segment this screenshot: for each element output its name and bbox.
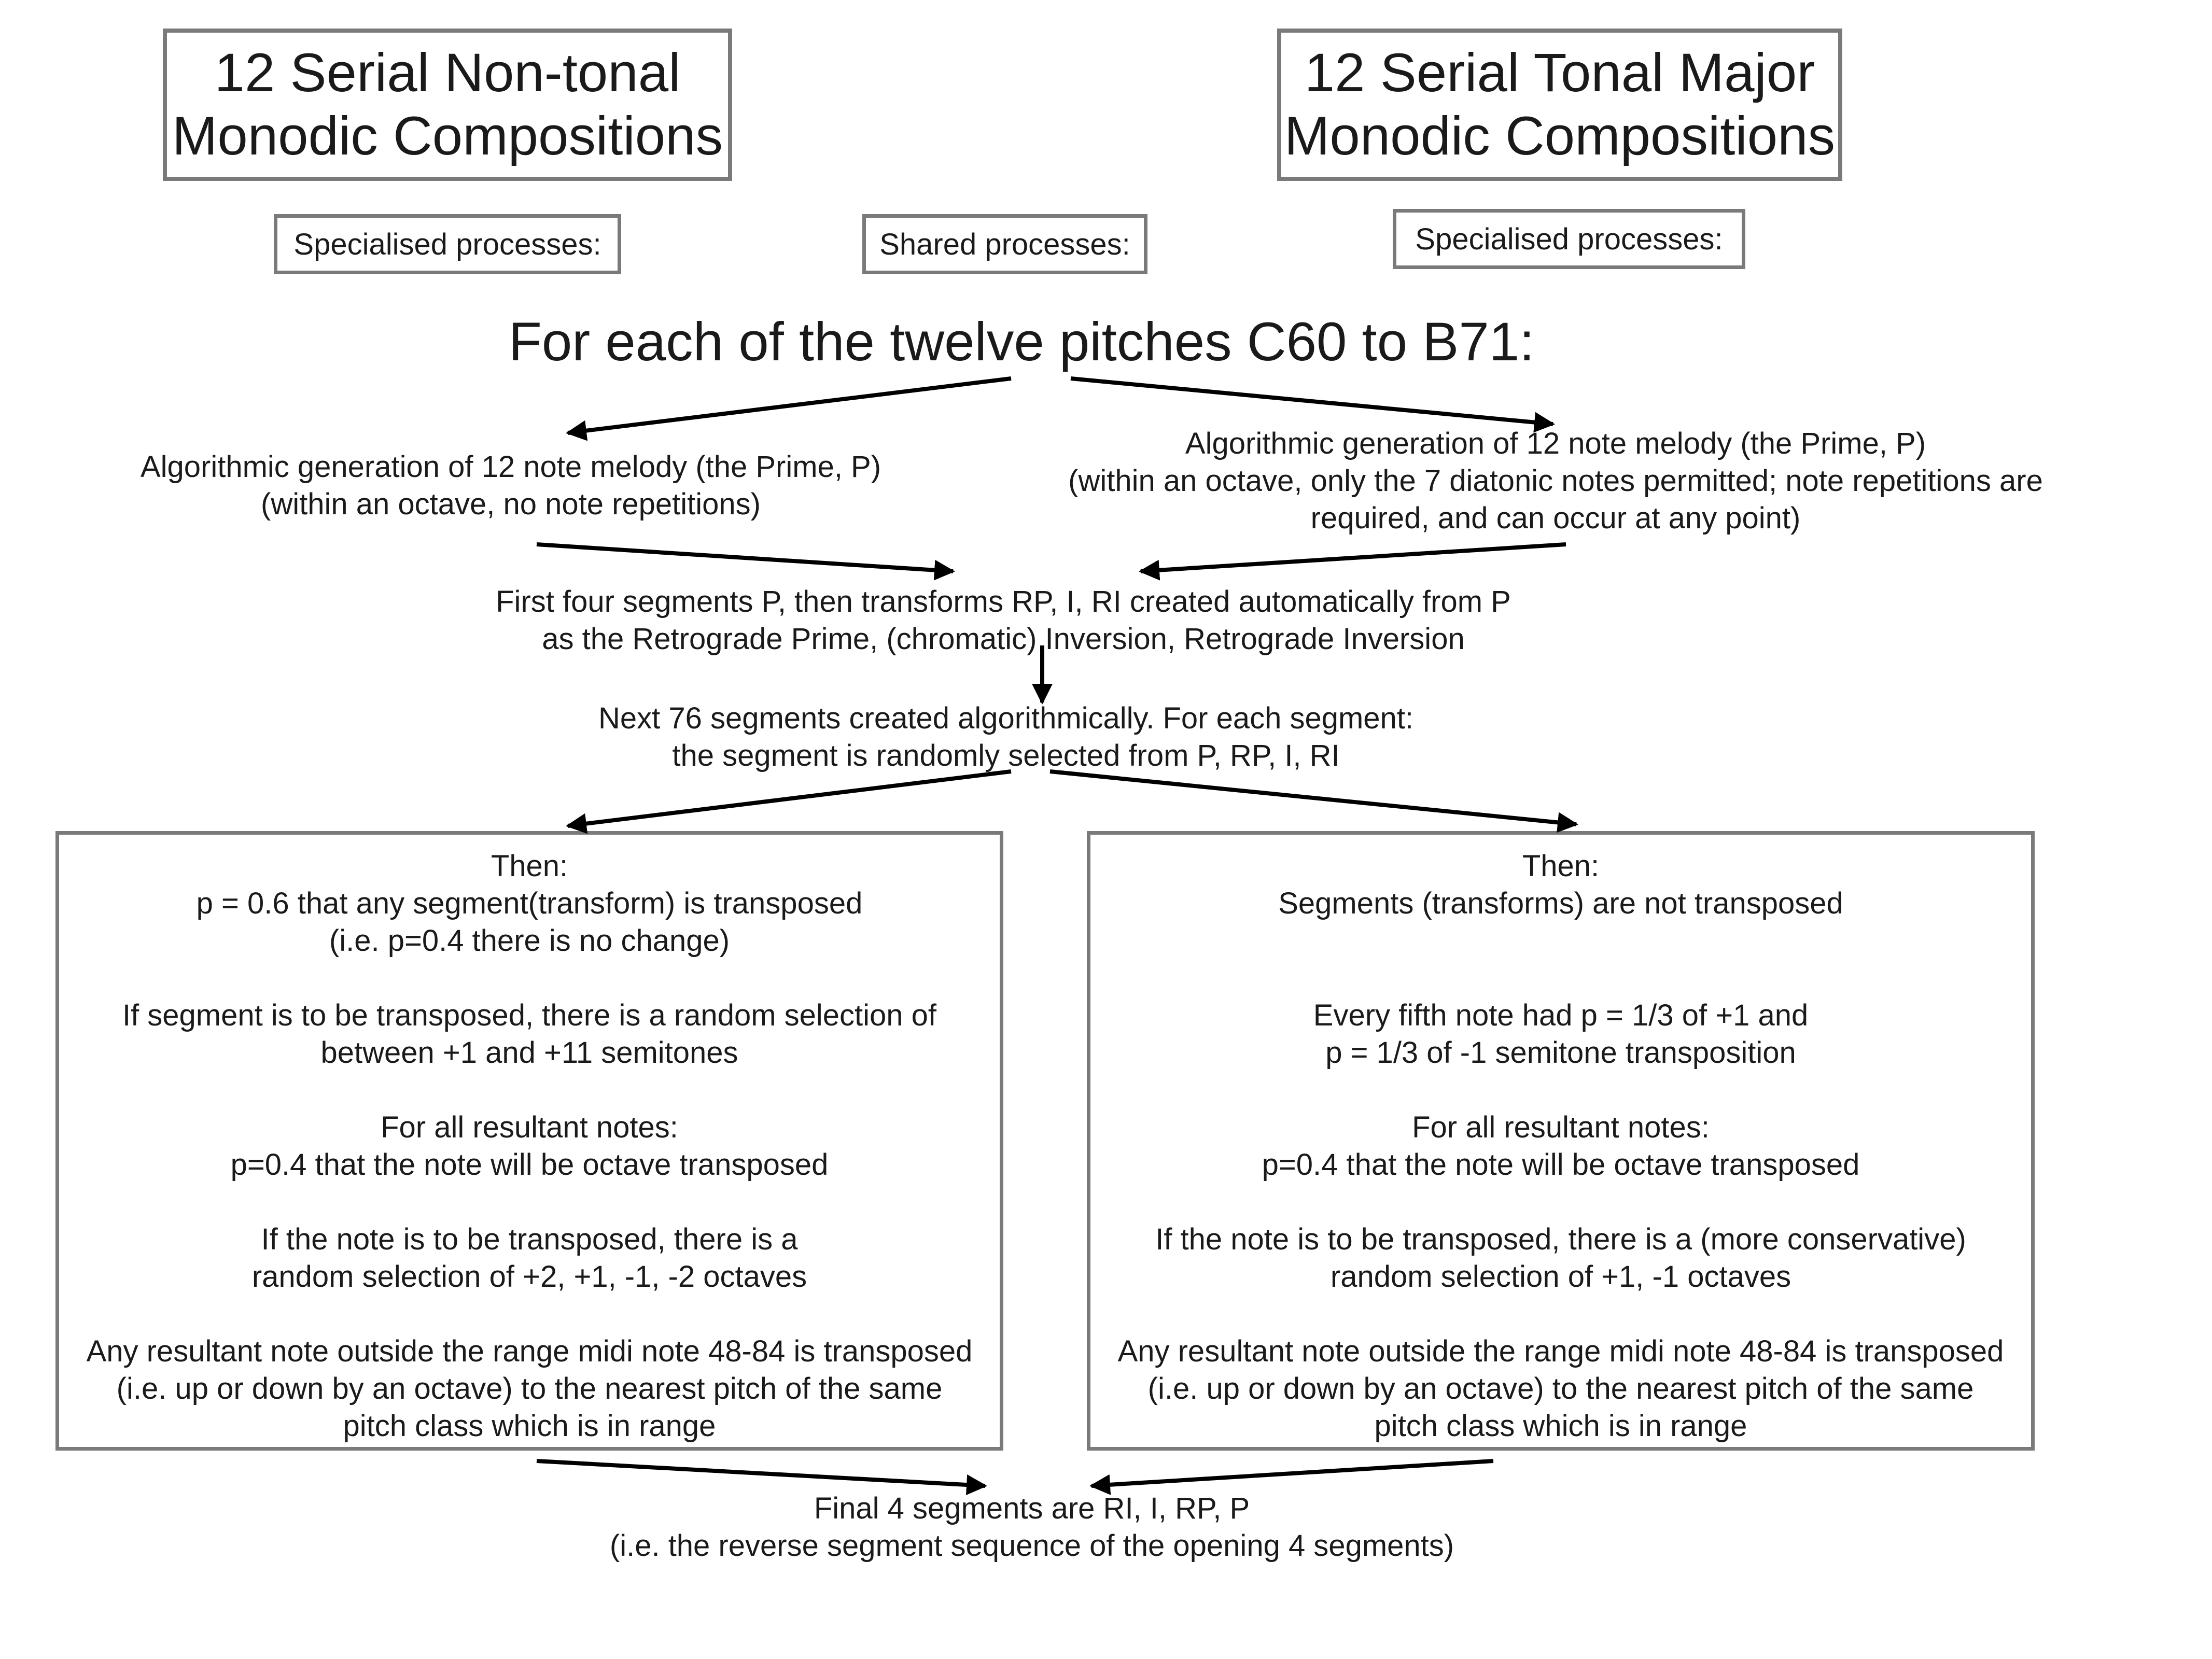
left-title-line-2: Monodic Compositions — [172, 106, 723, 166]
prime-left-text: Algorithmic generation of 12 note melody… — [78, 448, 944, 523]
left-panel-line: p=0.4 that the note will be octave trans… — [230, 1148, 829, 1182]
arrow-right-panel-to-final — [1089, 1459, 1494, 1495]
arrow-next-76-to-right-panel — [1049, 769, 1578, 833]
left-panel: Then: p = 0.6 that any segment(transform)… — [55, 831, 1003, 1451]
right-panel-line: Then: — [1522, 849, 1600, 883]
prime-left-line-1: Algorithmic generation of 12 note melody… — [140, 450, 881, 484]
right-panel-line: p = 1/3 of -1 semitone transposition — [1325, 1036, 1796, 1070]
arrow-prime-right-to-first-four — [1139, 542, 1566, 581]
next-76-line-2: the segment is randomly selected from P,… — [672, 739, 1340, 772]
main-heading: For each of the twelve pitches C60 to B7… — [508, 312, 1535, 372]
shared-text: Shared processes: — [879, 227, 1130, 261]
arrow-heading-to-prime-left — [566, 376, 1012, 441]
left-panel-line: Any resultant note outside the range mid… — [86, 1334, 973, 1368]
first-four-text: First four segments P, then transforms R… — [441, 583, 1566, 658]
right-panel-line: If the note is to be transposed, there i… — [1155, 1222, 1966, 1256]
arrow-next-76-to-left-panel — [566, 769, 1012, 834]
right-panel-line: pitch class which is in range — [1374, 1409, 1747, 1443]
left-title-box: 12 Serial Non-tonal Monodic Compositions — [163, 29, 732, 181]
left-panel-line: p = 0.6 that any segment(transform) is t… — [196, 887, 863, 920]
left-panel-line: between +1 and +11 semitones — [320, 1036, 738, 1070]
prime-left-line-2: (within an octave, no note repetitions) — [261, 487, 761, 521]
left-panel-line: Then: — [491, 849, 568, 883]
left-title-line-1: 12 Serial Non-tonal — [214, 43, 681, 103]
prime-right-line-1: Algorithmic generation of 12 note melody… — [1185, 427, 1926, 460]
left-panel-line: (i.e. up or down by an octave) to the ne… — [116, 1372, 943, 1405]
right-specialised-text: Specialised processes: — [1415, 222, 1723, 256]
left-panel-line: For all resultant notes: — [381, 1110, 678, 1144]
left-panel-line: pitch class which is in range — [343, 1409, 716, 1443]
next-76-line-1: Next 76 segments created algorithmically… — [598, 701, 1414, 735]
left-specialised-text: Specialised processes: — [293, 227, 601, 261]
right-panel-line: p=0.4 that the note will be octave trans… — [1262, 1148, 1860, 1182]
right-panel-line: For all resultant notes: — [1412, 1110, 1710, 1144]
arrow-prime-left-to-first-four — [536, 542, 955, 581]
left-panel-line: random selection of +2, +1, -1, -2 octav… — [251, 1260, 807, 1294]
right-specialised-label: Specialised processes: — [1393, 209, 1745, 269]
right-title-line-1: 12 Serial Tonal Major — [1304, 43, 1815, 103]
first-four-line-2: as the Retrograde Prime, (chromatic) Inv… — [542, 622, 1465, 656]
next-76-text: Next 76 segments created algorithmically… — [519, 700, 1493, 775]
left-panel-line: (i.e. p=0.4 there is no change) — [329, 924, 730, 958]
right-title-box: 12 Serial Tonal Major Monodic Compositio… — [1277, 29, 1842, 181]
prime-right-line-3: required, and can occur at any point) — [1310, 501, 1801, 535]
first-four-line-1: First four segments P, then transforms R… — [496, 585, 1511, 618]
left-panel-line: If segment is to be transposed, there is… — [122, 999, 937, 1032]
right-panel-line: random selection of +1, -1 octaves — [1330, 1260, 1791, 1294]
prime-right-text: Algorithmic generation of 12 note melody… — [1016, 425, 2095, 537]
final-line-1: Final 4 segments are RI, I, RP, P — [814, 1492, 1250, 1525]
right-panel-line: Any resultant note outside the range mid… — [1117, 1334, 2004, 1368]
prime-right-line-2: (within an octave, only the 7 diatonic n… — [1068, 464, 2043, 498]
left-specialised-label: Specialised processes: — [274, 214, 621, 274]
right-title-line-2: Monodic Compositions — [1284, 106, 1836, 166]
right-panel-line: Segments (transforms) are not transposed — [1278, 887, 1843, 920]
shared-label: Shared processes: — [862, 214, 1147, 274]
right-panel-line: Every fifth note had p = 1/3 of +1 and — [1313, 999, 1809, 1032]
right-panel: Then: Segments (transforms) are not trans… — [1087, 831, 2035, 1451]
arrow-left-panel-to-final — [536, 1459, 987, 1495]
arrow-heading-to-prime-right — [1070, 376, 1555, 433]
final-line-2: (i.e. the reverse segment sequence of th… — [609, 1529, 1454, 1563]
final-text: Final 4 segments are RI, I, RP, P (i.e. … — [539, 1490, 1524, 1565]
left-panel-line: If the note is to be transposed, there i… — [261, 1222, 798, 1256]
right-panel-line: (i.e. up or down by an octave) to the ne… — [1147, 1372, 1974, 1405]
